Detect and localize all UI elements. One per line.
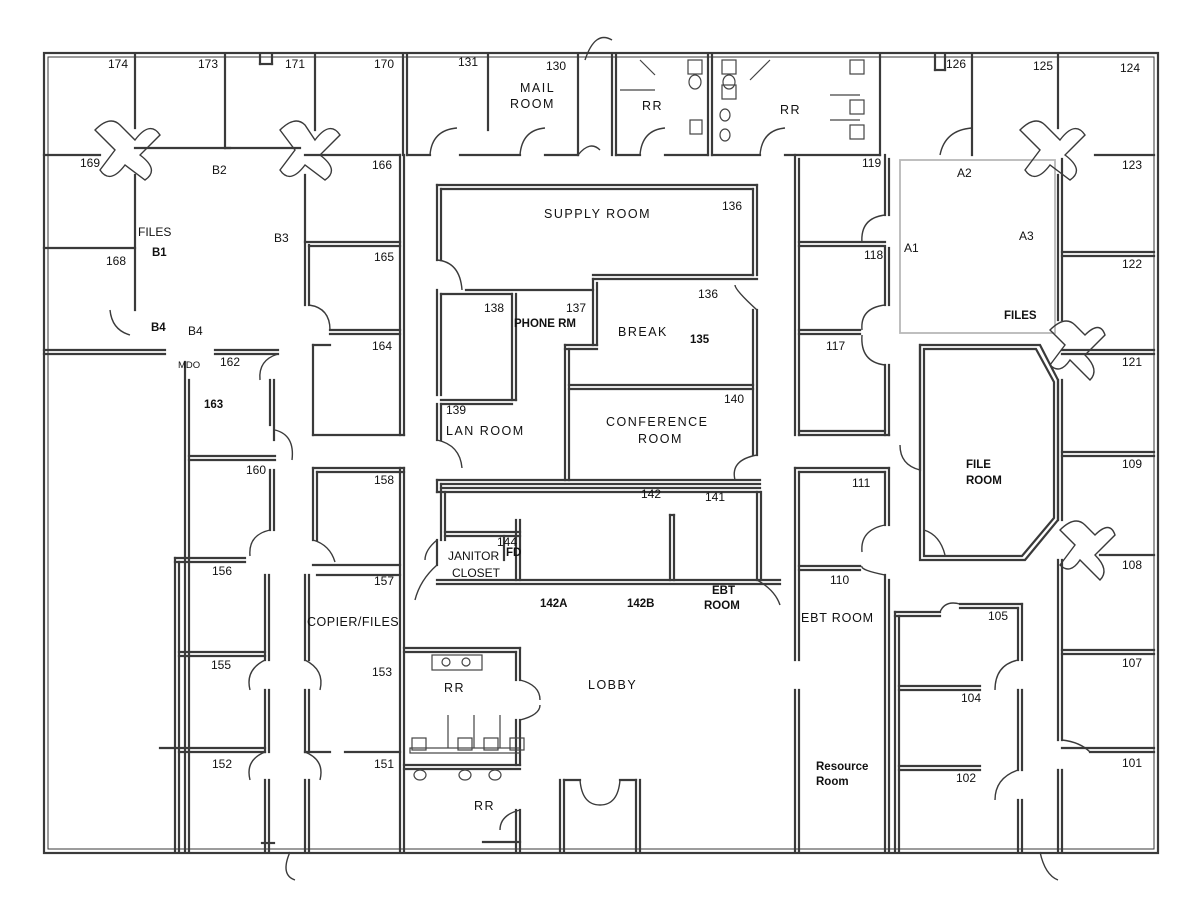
ebt-room-sub-label: ROOM (704, 600, 740, 612)
room-131-label: 131 (458, 55, 478, 69)
room-151-label: 151 (374, 757, 394, 771)
file-room-label-1: FILE (966, 459, 991, 471)
room-166-label: 166 (372, 158, 392, 172)
plumbing-fixtures (409, 59, 865, 781)
supply-room-label: SUPPLY ROOM (544, 207, 651, 221)
room-109-label: 109 (1122, 457, 1142, 471)
phone-room-label: PHONE RM (514, 318, 576, 330)
mail-room-label-1: MAIL (520, 81, 555, 95)
room-108-label: 108 (1122, 558, 1142, 572)
area-b1-label: B1 (152, 247, 167, 259)
conference-room-label: ROOM (638, 432, 683, 446)
room-156-label: 156 (212, 564, 232, 578)
room-126-label: 126 (946, 57, 966, 71)
room-141-label: 141 (705, 490, 725, 504)
room-170-label: 170 (374, 57, 394, 71)
files-a-label: FILES (1004, 310, 1037, 322)
conference-label: CONFERENCE (606, 415, 709, 429)
room-123-label: 123 (1122, 158, 1142, 172)
room-102-label: 102 (956, 771, 976, 785)
room-139-label: 139 (446, 403, 466, 417)
ebt-label: EBT (712, 585, 735, 597)
room-138-label: 138 (484, 301, 504, 315)
room-135-label: 135 (690, 334, 710, 346)
room-125-label: 125 (1033, 59, 1053, 73)
area-142a-label: 142A (540, 598, 568, 610)
ebt-room-label: EBT ROOM (801, 611, 874, 625)
room-160-label: 160 (246, 463, 266, 477)
break-room-label: BREAK (618, 325, 668, 339)
restroom-label-lobby-upper: RR (444, 681, 465, 695)
copier-files-label: COPIER/FILES (307, 615, 399, 629)
area-a2-label: A2 (957, 166, 972, 180)
room-165-label: 165 (374, 250, 394, 264)
area-a3-label: A3 (1019, 229, 1034, 243)
room-136-break-label: 136 (698, 287, 718, 301)
files-area-a (899, 159, 1056, 334)
room-137-label: 137 (566, 301, 586, 315)
area-b4-label: B4 (151, 322, 166, 334)
room-142-label: 142 (641, 487, 661, 501)
mdo-label: MDO (178, 360, 200, 371)
fd-label: FD (506, 547, 521, 559)
room-105-label: 105 (988, 609, 1008, 623)
walls (42, 51, 1160, 855)
room-124-label: 124 (1120, 61, 1140, 75)
room-169-label: 169 (80, 156, 100, 170)
janitor-label: JANITOR (448, 549, 499, 563)
room-101-label: 101 (1122, 756, 1142, 770)
room-168-label: 168 (106, 254, 126, 268)
room-122-label: 122 (1122, 257, 1142, 271)
room-144-label: 144 (497, 535, 517, 549)
room-155-label: 155 (211, 658, 231, 672)
room-labels: 174 173 171 170 131 130 MAIL ROOM RR RR … (80, 55, 1142, 813)
room-104-label: 104 (961, 691, 981, 705)
room-121-label: 121 (1122, 355, 1142, 369)
room-107-label: 107 (1122, 656, 1142, 670)
restroom-label-top-right: RR (780, 103, 801, 117)
resource-room-label-2: Room (816, 776, 849, 788)
area-b4-arrow-label: B4 (188, 324, 203, 338)
room-153-label: 153 (372, 665, 392, 679)
door-swings (94, 36, 1116, 881)
room-158-label: 158 (374, 473, 394, 487)
area-b3-label: B3 (274, 231, 289, 245)
room-162-label: 162 (220, 355, 240, 369)
room-118-label: 118 (864, 248, 883, 262)
restroom-label-lobby-lower: RR (474, 799, 495, 813)
room-136-supply-label: 136 (722, 199, 742, 213)
area-142b-label: 142B (627, 598, 655, 610)
room-173-label: 173 (198, 57, 218, 71)
lobby-label: LOBBY (588, 678, 637, 692)
mail-room-label-2: ROOM (510, 97, 555, 111)
room-152-label: 152 (212, 757, 232, 771)
restroom-label-top-left: RR (642, 99, 663, 113)
area-a1-label: A1 (904, 241, 919, 255)
room-111-label: 111 (852, 476, 871, 490)
area-b2-label: B2 (212, 163, 227, 177)
room-110-label: 110 (830, 573, 849, 587)
room-164-label: 164 (372, 339, 392, 353)
closet-label: CLOSET (452, 566, 501, 580)
room-119-label: 119 (862, 156, 881, 170)
file-room-label-2: ROOM (966, 475, 1002, 487)
room-163-label: 163 (204, 399, 223, 411)
room-140-label: 140 (724, 392, 744, 406)
resource-room-label-1: Resource (816, 761, 868, 773)
room-157-label: 157 (374, 574, 394, 588)
files-b-label: FILES (138, 225, 171, 239)
room-130-label: 130 (546, 59, 566, 73)
room-171-label: 171 (285, 57, 305, 71)
room-117-label: 117 (826, 339, 845, 353)
lan-room-label: LAN ROOM (446, 424, 525, 438)
room-174-label: 174 (108, 57, 128, 71)
